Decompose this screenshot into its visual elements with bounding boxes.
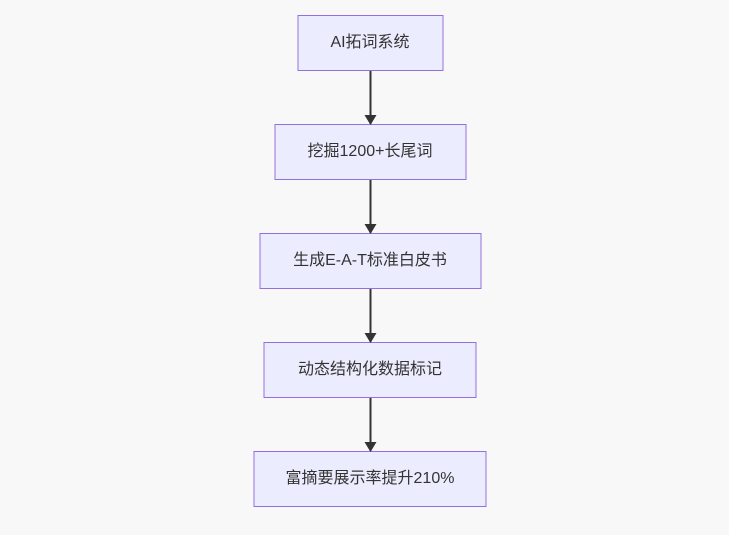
flowchart-node-eat-whitepaper: 生成E-A-T标准白皮书 bbox=[259, 233, 481, 289]
node-label: 挖掘1200+长尾词 bbox=[307, 143, 433, 160]
node-label: AI拓词系统 bbox=[330, 34, 410, 51]
flowchart-edge-a-to-b bbox=[364, 71, 376, 125]
arrow-down-icon bbox=[364, 333, 376, 343]
node-label: 富摘要展示率提升210% bbox=[285, 470, 455, 487]
flowchart-edge-b-to-c bbox=[364, 180, 376, 234]
arrow-down-icon bbox=[364, 442, 376, 452]
node-label: 生成E-A-T标准白皮书 bbox=[293, 252, 447, 269]
flowchart-node-longtail-keywords: 挖掘1200+长尾词 bbox=[274, 124, 466, 180]
arrow-down-icon bbox=[364, 115, 376, 125]
flowchart-node-structured-data-markup: 动态结构化数据标记 bbox=[263, 342, 477, 398]
node-label: 动态结构化数据标记 bbox=[297, 361, 442, 378]
flowchart-node-rich-snippet-rate: 富摘要展示率提升210% bbox=[253, 451, 487, 507]
flowchart-edge-c-to-d bbox=[364, 289, 376, 343]
arrow-down-icon bbox=[364, 224, 376, 234]
flowchart: AI拓词系统 挖掘1200+长尾词 生成E-A-T标准白皮书 动态结构化数据标记… bbox=[253, 15, 487, 507]
flowchart-node-ai-expansion-system: AI拓词系统 bbox=[297, 15, 443, 71]
flowchart-edge-d-to-e bbox=[364, 398, 376, 452]
